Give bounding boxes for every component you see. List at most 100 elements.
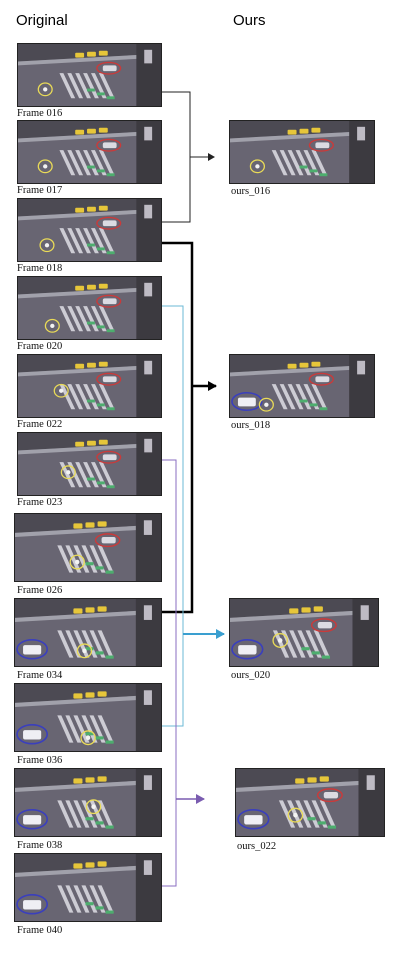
crosswalk-stripe [89,885,106,913]
crosswalk-stripe [75,228,91,254]
crosswalk-stripe [65,715,82,743]
pedestrian [255,164,260,169]
curb-marking [96,481,105,485]
scene-haze [18,433,161,495]
taxi [299,362,309,368]
scene-haze [18,277,161,339]
curb-marking [105,910,114,914]
original-frame-022 [17,354,162,418]
scene-sign [144,126,153,141]
scene-curb [18,208,161,221]
crosswalk-stripe [73,545,90,573]
tracked-van [23,645,42,655]
scene-sign [143,605,152,620]
crosswalk-stripe [57,800,74,828]
taxi [75,129,85,135]
curb-marking [106,173,115,177]
crosswalk-stripe [83,150,99,176]
original-frame-023 [17,432,162,496]
curb-marking [87,477,95,481]
crosswalk-stripe [67,228,84,254]
curb-marking [95,651,104,655]
blue-tracking-circle [16,808,49,830]
curb-marking [105,825,114,829]
taxi [75,207,85,213]
yellow-tracking-circle [37,82,53,97]
yellow-tracking-circle [249,159,266,174]
scene-haze [15,514,161,581]
scene-curb [15,864,161,878]
crosswalk-stripe [90,228,107,254]
scene-sign [360,605,369,620]
crosswalk-stripe [311,800,328,828]
curb-marking [321,655,331,659]
taxi [73,778,83,784]
crosswalk-stripe [90,462,107,488]
crosswalk-stripe [57,885,74,913]
crosswalk-stripe [67,73,84,99]
crosswalk-stripe [303,800,320,828]
scene-haze [230,599,378,666]
yellow-tracking-circle [69,554,85,570]
curb-marking [96,169,105,173]
scene-sign [144,49,153,64]
taxi [311,127,321,133]
crosswalk-stripe [83,73,99,99]
ours-frame-020 [229,598,379,667]
curb-marking [105,655,114,659]
red-tracking-circle [96,372,122,386]
scene-haze [230,355,374,417]
crosswalk-stripe [81,715,98,743]
original-frame-018 [17,198,162,262]
taxi [319,776,329,782]
crosswalk-stripe [271,150,288,176]
scene-haze [230,121,374,183]
curb-marking [106,251,115,255]
taxi [97,861,107,867]
original-frame-017 [17,120,162,184]
tracked-car [101,537,116,544]
scene-sign [143,520,152,535]
taxi [287,363,297,369]
taxi [97,776,107,782]
crosswalk-stripe [97,715,114,743]
pedestrian [75,559,80,565]
tracked-car [315,142,330,149]
crosswalk-stripe [279,384,296,410]
taxi [85,777,95,783]
original-frame-020 [17,276,162,340]
pedestrian [277,638,283,643]
scene-sign [143,690,152,705]
tracked-car [102,142,117,149]
crosswalk-stripe [97,800,114,828]
frame-label-016: Frame 016 [17,108,63,119]
frame-label-023: Frame 023 [17,497,63,508]
connector-group-ours-016 [162,91,215,223]
crosswalk-stripe [89,545,106,573]
blue-tracking-circle [237,808,270,830]
tracked-car [102,220,117,227]
crosswalk-stripe [67,384,84,410]
scene-sign [144,204,153,219]
scene-sign [357,126,366,141]
tracked-car [102,65,117,72]
scene-sign [143,775,152,790]
red-tracking-circle [94,533,121,548]
crosswalk-stripe [81,885,98,913]
red-tracking-circle [96,294,122,308]
original-frame-034 [14,598,162,667]
crosswalk-stripe [98,384,115,410]
crosswalk-stripe [57,630,74,658]
yellow-tracking-circle [272,632,289,648]
red-tracking-circle [96,450,122,464]
frame-label-022: Frame 022 [17,419,63,430]
red-tracking-circle [308,372,334,386]
taxi [87,51,96,57]
curb-marking [87,399,95,403]
taxi [73,523,83,529]
curb-marking [95,566,104,570]
scene-haze [18,121,161,183]
pedestrian [91,804,96,809]
frame-label-038: Frame 038 [17,840,63,851]
curb-marking [85,817,94,821]
